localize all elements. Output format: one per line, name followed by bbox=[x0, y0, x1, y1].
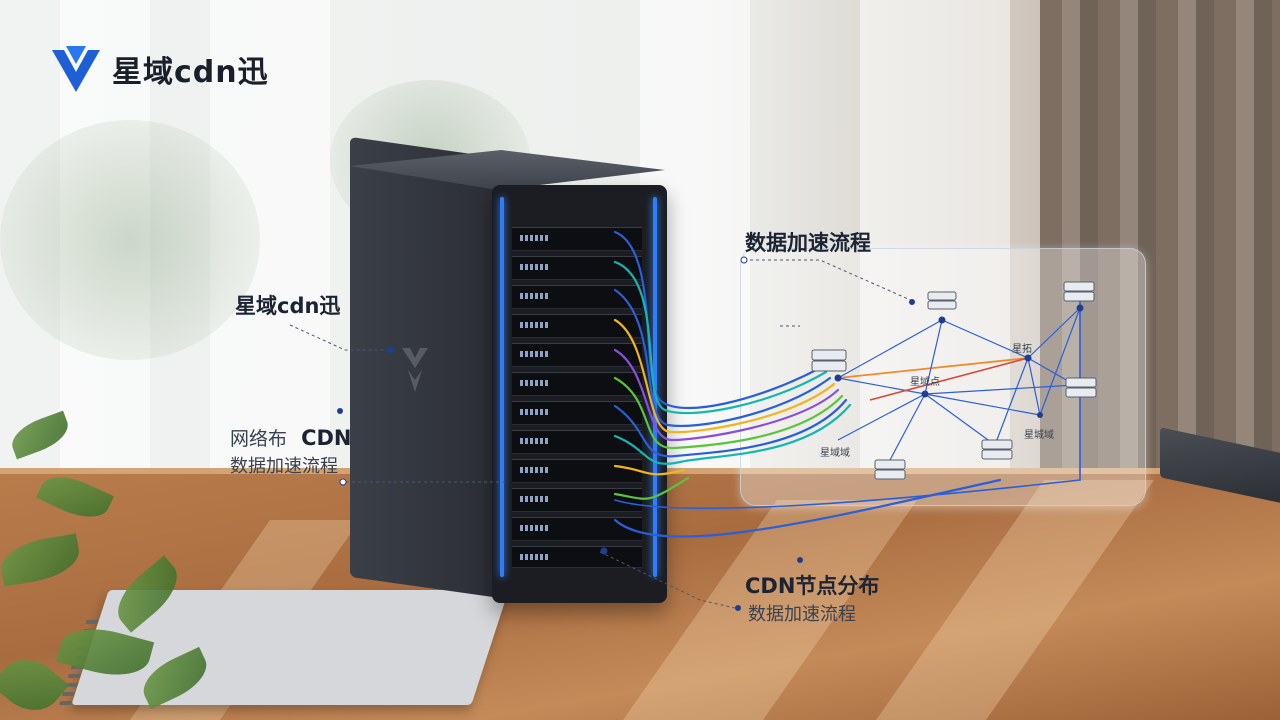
leader-ring bbox=[740, 256, 748, 264]
graph-link bbox=[941, 319, 1029, 359]
graph-link bbox=[924, 384, 1076, 395]
rack-unit bbox=[512, 227, 642, 251]
leader-line bbox=[289, 324, 390, 351]
node-label: 星域域 bbox=[820, 448, 850, 459]
server-front bbox=[492, 185, 667, 603]
server-node-icon bbox=[811, 349, 847, 372]
server-logo-icon bbox=[402, 348, 428, 392]
graph-hub bbox=[1037, 412, 1043, 418]
graph-link bbox=[889, 393, 926, 461]
leader-lines bbox=[289, 259, 916, 609]
leader-dot bbox=[600, 547, 608, 555]
node-label: 星域点 bbox=[910, 377, 940, 388]
left-sub-a-text: 网络布 bbox=[230, 428, 288, 450]
window-foliage bbox=[0, 120, 260, 360]
leader-dot bbox=[337, 408, 343, 414]
graph-hubs bbox=[834, 304, 1084, 448]
cable bbox=[613, 398, 848, 458]
leader-rings bbox=[339, 256, 748, 486]
cable bbox=[613, 318, 836, 434]
graph-hub bbox=[834, 374, 842, 382]
server-node-icon bbox=[981, 439, 1013, 460]
leader-line bbox=[599, 551, 736, 609]
cable bbox=[613, 464, 686, 476]
leader-dot bbox=[797, 557, 803, 563]
left-sub-a-bold: CDN bbox=[301, 426, 352, 450]
graph-link bbox=[1027, 307, 1081, 359]
sheer-curtain bbox=[860, 0, 1010, 520]
graph-link bbox=[1027, 357, 1041, 416]
graph-link bbox=[924, 393, 996, 446]
node-label: 星城域 bbox=[1024, 430, 1054, 441]
cable bbox=[613, 230, 822, 410]
rack-unit bbox=[512, 459, 642, 483]
cable bbox=[614, 299, 1081, 510]
graph-hub bbox=[1024, 354, 1032, 362]
leader-dots bbox=[337, 299, 915, 611]
sheer-curtain bbox=[210, 0, 330, 520]
graph-hub bbox=[921, 390, 929, 398]
leader-dot bbox=[386, 346, 394, 354]
leader-dot bbox=[909, 299, 915, 305]
server-node-icon bbox=[874, 459, 906, 480]
graph-hub bbox=[1076, 304, 1084, 312]
cable bbox=[613, 260, 828, 415]
graph-link bbox=[837, 393, 926, 441]
bottom-right-title: CDN节点分布 bbox=[745, 574, 880, 598]
cable bbox=[613, 348, 840, 442]
leader-ring bbox=[339, 478, 347, 486]
server-nodes bbox=[811, 281, 1097, 480]
rack-unit bbox=[512, 372, 642, 396]
bottom-right-subtitle: 数据加速流程 bbox=[748, 604, 856, 625]
rack-unit bbox=[512, 401, 642, 425]
rack-unit bbox=[512, 517, 642, 541]
leader-line bbox=[744, 259, 916, 303]
server-node-icon bbox=[1065, 377, 1097, 398]
cable-bundle bbox=[613, 230, 1081, 538]
graph-link bbox=[994, 357, 1029, 446]
graph-hub bbox=[938, 316, 946, 324]
graph-link bbox=[837, 377, 926, 395]
left-subtitle-a: 网络布 CDN bbox=[230, 424, 351, 451]
graph-link bbox=[837, 319, 943, 379]
cable bbox=[613, 403, 852, 465]
leader-dot bbox=[735, 605, 741, 611]
rack-unit bbox=[512, 285, 642, 309]
shield-v-logo-icon bbox=[52, 46, 100, 92]
rack-unit bbox=[512, 256, 642, 280]
rack-unit bbox=[512, 488, 642, 512]
brand-name: 星域cdn迅 bbox=[112, 55, 269, 90]
rack-unit bbox=[512, 546, 642, 568]
cable bbox=[613, 476, 690, 500]
left-title: 星域cdn迅 bbox=[235, 294, 341, 318]
graph-links bbox=[837, 307, 1081, 461]
server-node-icon bbox=[1063, 281, 1095, 302]
left-subtitle-b: 数据加速流程 bbox=[230, 456, 338, 477]
cable bbox=[613, 288, 832, 428]
rack-unit bbox=[512, 430, 642, 454]
top-right-title: 数据加速流程 bbox=[745, 231, 871, 255]
graph-link bbox=[869, 357, 1029, 401]
brand: 星域cdn迅 bbox=[50, 44, 269, 94]
graph-link bbox=[924, 319, 943, 395]
cable bbox=[613, 376, 844, 450]
server-node-icon bbox=[927, 291, 957, 310]
blue-led-strip bbox=[500, 197, 504, 577]
graph-link bbox=[924, 393, 1041, 416]
graph-link bbox=[837, 357, 1029, 379]
graph-link bbox=[1039, 307, 1081, 416]
node-label: 星拓 bbox=[1012, 344, 1032, 355]
rack-unit bbox=[512, 314, 642, 338]
